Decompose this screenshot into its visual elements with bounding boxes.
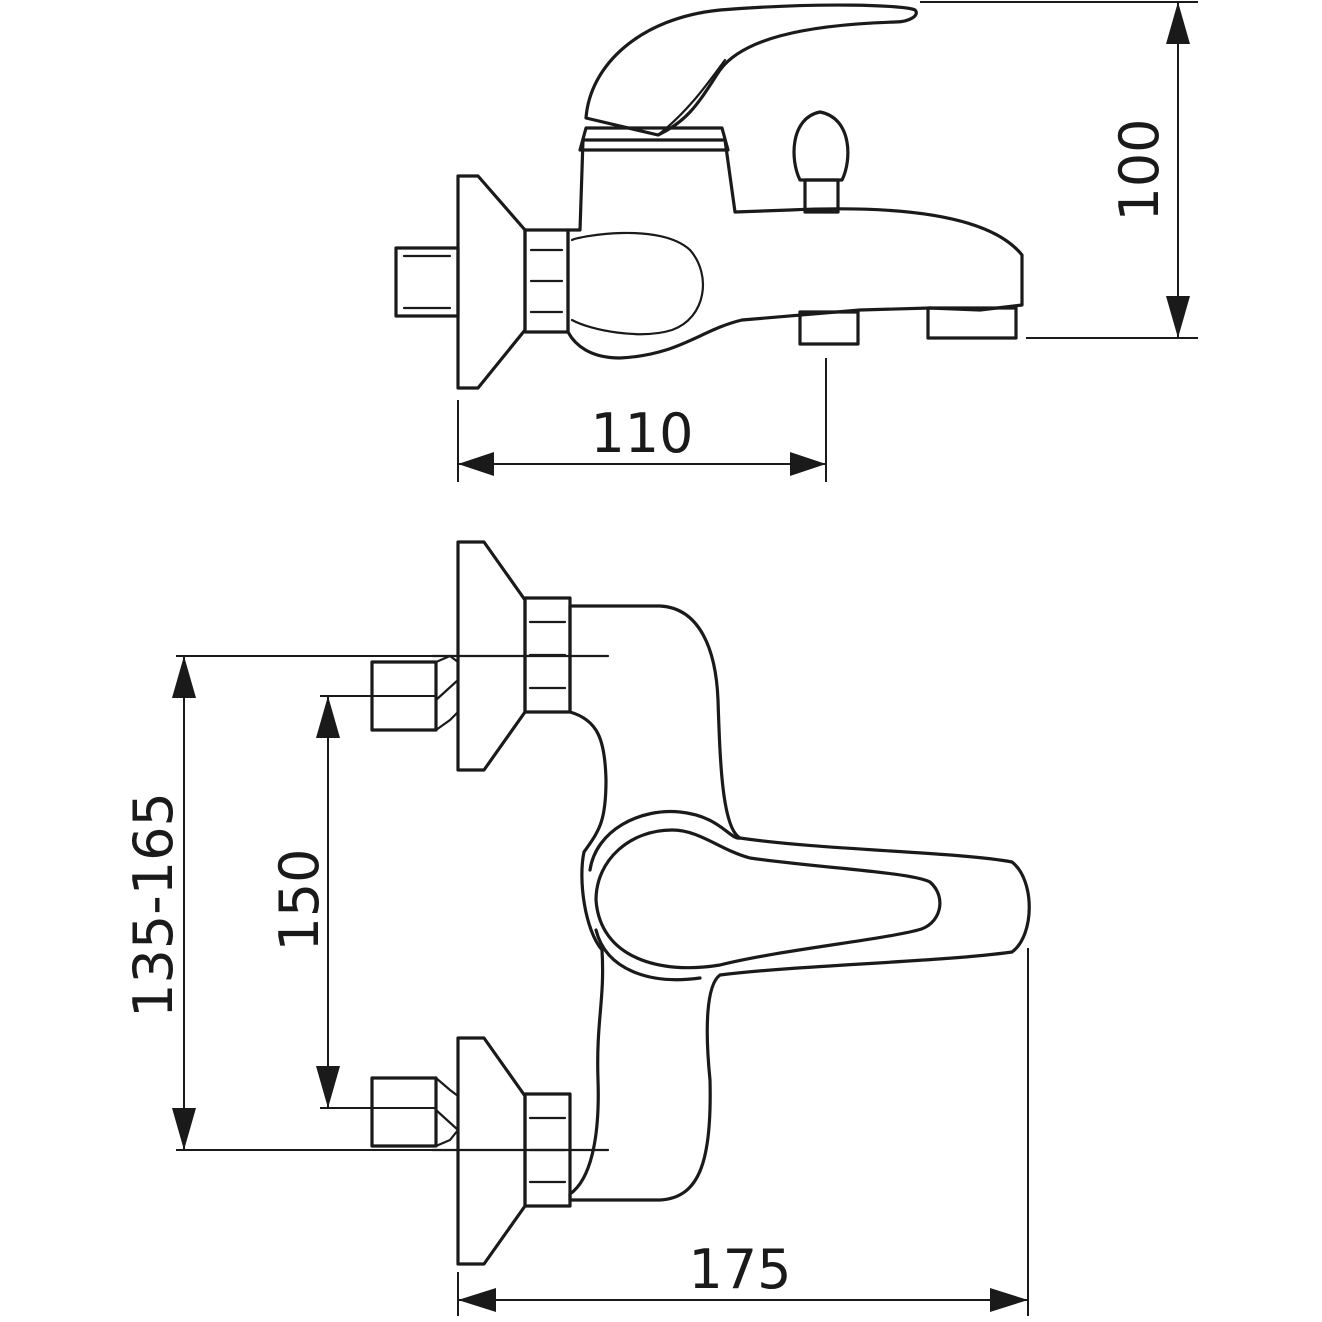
front-handle-housing [588, 809, 742, 982]
side-connector-stub [394, 246, 460, 318]
side-escutcheon [456, 174, 527, 390]
dim-135-165-arrow-top [172, 656, 196, 698]
dim-135-165-arrow-bottom [172, 1108, 196, 1150]
dim-100-arrow-top [1166, 2, 1190, 44]
dim-150-label: 150 [268, 848, 331, 951]
side-body-recess [570, 231, 704, 336]
front-lower-eccentric [434, 1076, 460, 1148]
side-shower-outlet [798, 310, 860, 346]
front-lever-handle [594, 828, 942, 970]
dim-100-arrow-bottom [1166, 296, 1190, 338]
side-hex-nut-facets [529, 248, 564, 314]
side-lever-handle [584, 3, 918, 137]
front-upper-eccentric [434, 654, 460, 732]
dim-110-label: 110 [590, 402, 693, 465]
dim-150-arrow-top [316, 696, 340, 738]
side-diverter-stem [803, 178, 840, 214]
front-view-dimensions: 135-165 150 175 [122, 655, 1029, 1316]
dim-175-arrow-left [458, 1288, 496, 1312]
side-diverter-knob [792, 110, 850, 182]
side-view-dimensions: 110 100 [457, 1, 1198, 482]
side-bonnet [578, 126, 730, 152]
front-lower-hex-nut [523, 1092, 572, 1208]
dim-175-arrow-right [990, 1288, 1028, 1312]
dim-110-arrow-left [458, 452, 494, 476]
front-faucet-body [568, 604, 1031, 1202]
side-spout-aerator [926, 306, 1018, 340]
side-connector-thread [402, 254, 452, 310]
dim-175-label: 175 [688, 1238, 791, 1301]
dim-150-arrow-bottom [316, 1066, 340, 1108]
front-lower-connector [370, 1076, 438, 1148]
dim-110-arrow-right [790, 452, 826, 476]
dim-135-165-label: 135-165 [122, 792, 185, 1018]
side-faucet-body [566, 138, 1024, 360]
side-view [394, 3, 1024, 390]
dim-100-label: 100 [1108, 118, 1171, 221]
side-lever-shade [656, 58, 727, 137]
front-view [370, 540, 1031, 1266]
